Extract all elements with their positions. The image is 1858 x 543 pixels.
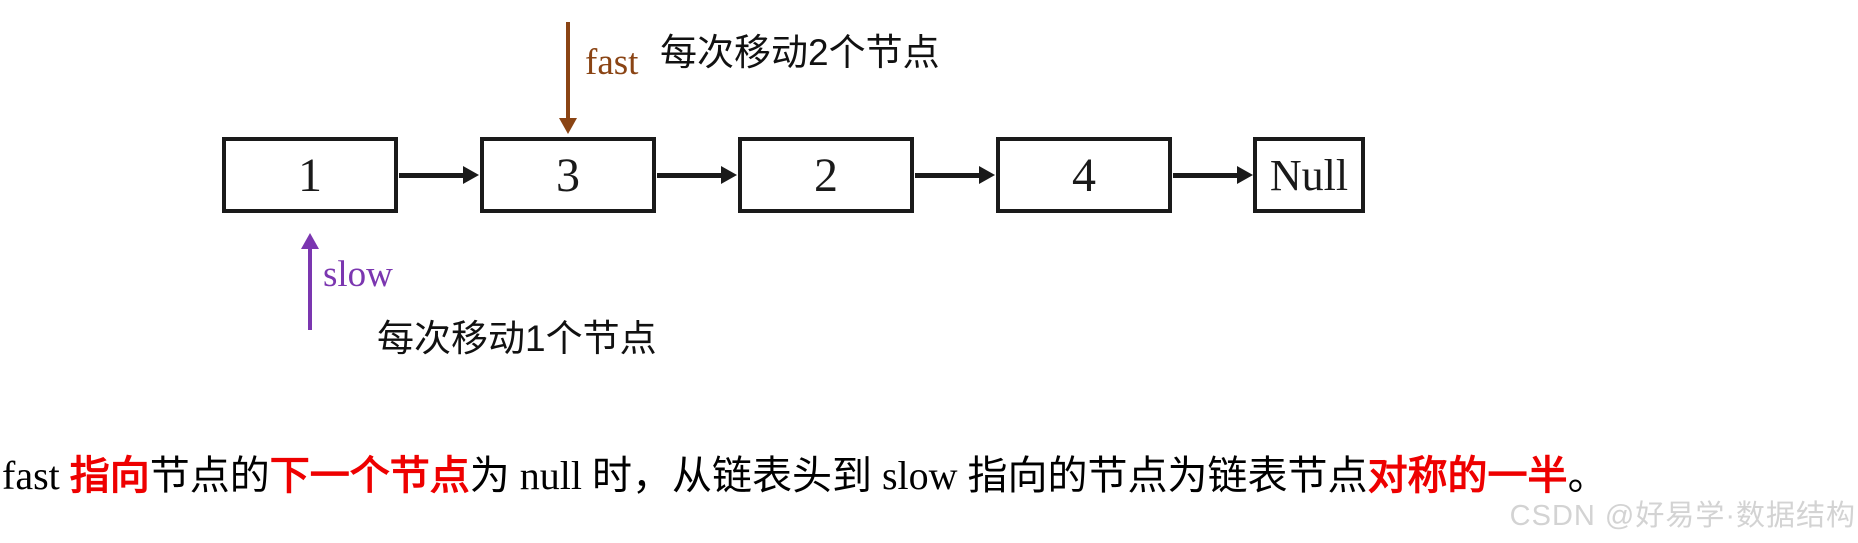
slow-pointer-label: slow	[323, 254, 393, 295]
arrow-shaft	[399, 173, 465, 178]
caption-segment: 为 null 时，从链表头到 slow 指向的节点为链表节点	[469, 453, 1368, 498]
slow-arrow-shaft	[308, 247, 312, 330]
caption-segment: 。	[1567, 453, 1608, 498]
caption-segment: fast	[2, 453, 70, 498]
csdn-watermark: CSDN @好易学·数据结构	[1509, 500, 1856, 532]
fast-pointer-label: fast	[585, 42, 639, 83]
node-value: 2	[814, 148, 838, 202]
caption-segment: 节点的	[149, 453, 270, 498]
next-pointer-arrow-icon	[657, 166, 737, 184]
list-node-1: 1	[222, 137, 398, 213]
slow-pointer-note: 每次移动1个节点	[377, 318, 657, 359]
arrow-head	[979, 166, 995, 184]
caption-segment-highlight: 下一个节点	[269, 454, 470, 498]
next-pointer-arrow-icon	[915, 166, 995, 184]
list-node-3: 3	[480, 137, 656, 213]
arrow-head	[721, 166, 737, 184]
explanation-caption: fast 指向节点的下一个节点为 null 时，从链表头到 slow 指向的节点…	[2, 452, 1608, 500]
list-node-null: Null	[1253, 137, 1365, 213]
arrow-shaft	[915, 173, 981, 178]
slow-arrow-head	[301, 233, 319, 249]
arrow-head	[463, 166, 479, 184]
node-value: 3	[556, 148, 580, 202]
list-node-2: 2	[738, 137, 914, 213]
next-pointer-arrow-icon	[399, 166, 479, 184]
fast-pointer-note: 每次移动2个节点	[660, 32, 940, 73]
node-value: 4	[1072, 148, 1096, 202]
node-value: 1	[298, 148, 322, 202]
arrow-shaft	[1173, 173, 1239, 178]
arrow-shaft	[657, 173, 723, 178]
next-pointer-arrow-icon	[1173, 166, 1253, 184]
list-node-4: 4	[996, 137, 1172, 213]
fast-pointer-down-arrow-icon	[559, 22, 577, 134]
caption-segment-highlight: 指向	[69, 454, 150, 498]
slow-pointer-up-arrow-icon	[301, 233, 319, 330]
arrow-head	[1237, 166, 1253, 184]
fast-arrow-shaft	[566, 22, 570, 118]
fast-arrow-head	[559, 118, 577, 134]
node-value: Null	[1269, 150, 1349, 200]
caption-segment-highlight: 对称的一半	[1367, 454, 1568, 498]
